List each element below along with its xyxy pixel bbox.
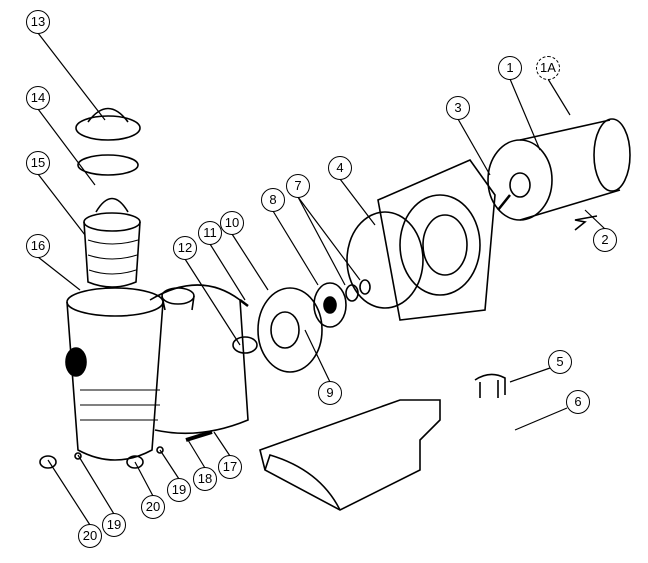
- callout-9: 9: [318, 381, 342, 405]
- base-part-6: [259, 399, 441, 511]
- callout-4: 4: [328, 156, 352, 180]
- gasket-part-12: [232, 336, 258, 354]
- callout-13: 13: [26, 10, 50, 34]
- lid-part-13: [75, 107, 141, 141]
- callout-17: 17: [218, 455, 242, 479]
- callout-5: 5: [548, 350, 572, 374]
- callout-11: 11: [198, 221, 222, 245]
- key-part-2: [574, 215, 598, 231]
- callout-16: 16: [26, 234, 50, 258]
- leader-lines: [37, 32, 606, 526]
- o-ring-part-14: [77, 154, 139, 176]
- motor-part-1: [487, 118, 631, 221]
- callout-3: 3: [446, 96, 470, 120]
- bracket-part-5: [474, 373, 506, 398]
- callout-12: 12: [173, 236, 197, 260]
- impeller-part-8: [313, 282, 347, 328]
- callout-15: 15: [26, 151, 50, 175]
- pump-housing-part-16: [65, 284, 249, 461]
- seal-plate-part-3: [377, 159, 496, 321]
- seal-part-7: [345, 279, 371, 302]
- callout-7: 7: [286, 174, 310, 198]
- callout-19-right: 19: [167, 478, 191, 502]
- callout-2: 2: [593, 228, 617, 252]
- callout-14: 14: [26, 86, 50, 110]
- callout-20-left: 20: [78, 524, 102, 548]
- callout-1: 1: [498, 56, 522, 80]
- o-ring-part-4: [346, 211, 424, 309]
- screw-part-11: [239, 299, 249, 307]
- callout-6: 6: [566, 390, 590, 414]
- callout-19-left: 19: [102, 513, 126, 537]
- basket-part-15: [83, 197, 141, 288]
- diffuser-part-10: [257, 287, 323, 373]
- callout-8: 8: [261, 188, 285, 212]
- callout-20-right: 20: [141, 495, 165, 519]
- callout-10: 10: [220, 211, 244, 235]
- callout-1a: 1A: [536, 56, 560, 80]
- callout-18: 18: [193, 467, 217, 491]
- drain-plugs: [39, 430, 213, 469]
